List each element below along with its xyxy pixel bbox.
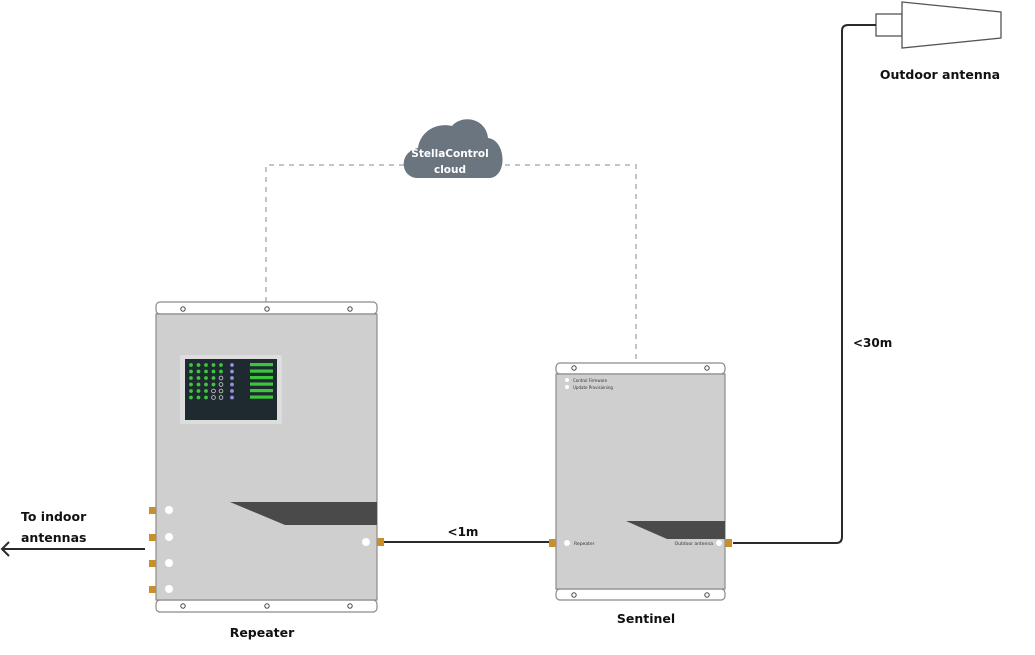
led-indicator <box>204 376 208 380</box>
led-indicator-purple <box>230 382 234 387</box>
led-indicator <box>218 388 224 394</box>
led-indicator <box>189 376 193 380</box>
cloud-icon <box>403 119 503 178</box>
led-indicator <box>196 369 201 374</box>
indoor-label-line2: antennas <box>21 530 86 545</box>
led-indicator-purple <box>230 376 234 380</box>
led-indicator <box>189 389 193 393</box>
led-indicator <box>196 376 201 380</box>
led-indicator <box>204 382 208 387</box>
repeater-device <box>149 301 384 613</box>
led-indicator <box>189 395 193 400</box>
led-indicator <box>211 363 216 367</box>
led-indicator <box>211 376 216 380</box>
signal-bar <box>250 369 273 373</box>
led-indicator-purple <box>230 389 234 393</box>
led-indicator-purple <box>230 369 234 374</box>
led-indicator <box>204 369 208 374</box>
led-indicator <box>204 363 208 367</box>
led-indicator <box>211 382 216 387</box>
repeater-label: Repeater <box>230 625 295 640</box>
led-indicator <box>196 389 201 393</box>
led-indicator <box>189 369 193 374</box>
led-indicator <box>211 395 216 400</box>
led-indicator <box>189 382 193 387</box>
repeater-led-grid <box>189 363 234 400</box>
link-distance-label: <1m <box>448 525 479 539</box>
signal-bar <box>250 382 273 386</box>
led-indicator <box>211 369 216 374</box>
outdoor-antenna-icon <box>875 1 1002 49</box>
sentinel-status-1: Control Firmware <box>573 378 608 383</box>
cloud-label-line1: StellaControl <box>411 148 488 160</box>
sentinel-label: Sentinel <box>617 611 675 626</box>
led-indicator-purple <box>230 363 234 367</box>
led-indicator <box>219 369 223 374</box>
repeater-signal-bars <box>250 363 273 399</box>
led-indicator <box>196 382 201 387</box>
led-indicator <box>204 389 208 393</box>
outdoor-cable <box>733 24 876 544</box>
cloud-link-repeater <box>265 164 420 302</box>
led-indicator <box>204 395 208 400</box>
led-indicator <box>219 363 223 367</box>
sentinel-status-2: Update Provisioning <box>573 385 613 390</box>
led-indicator <box>218 382 224 387</box>
led-indicator <box>211 388 216 394</box>
signal-bar <box>250 395 273 399</box>
signal-bar <box>250 363 273 367</box>
indoor-arrow-icon <box>0 541 145 557</box>
led-indicator <box>196 395 201 400</box>
cloud-label-line2: cloud <box>434 164 466 176</box>
led-indicator <box>218 395 224 400</box>
led-indicator-purple <box>230 395 234 400</box>
led-indicator <box>189 363 193 367</box>
outdoor-distance-label: <30m <box>853 336 892 350</box>
led-indicator <box>218 375 224 381</box>
sentinel-port-repeater: Repeater <box>574 541 595 547</box>
led-indicator <box>196 363 201 367</box>
sentinel-device <box>549 362 732 601</box>
cloud-link-sentinel <box>485 164 637 363</box>
indoor-label-line1: To indoor <box>21 509 87 524</box>
outdoor-antenna-label: Outdoor antenna <box>880 67 1000 82</box>
sentinel-port-outdoor: Outdoor antenna <box>675 541 714 547</box>
signal-bar <box>250 389 273 393</box>
signal-bar <box>250 376 273 380</box>
